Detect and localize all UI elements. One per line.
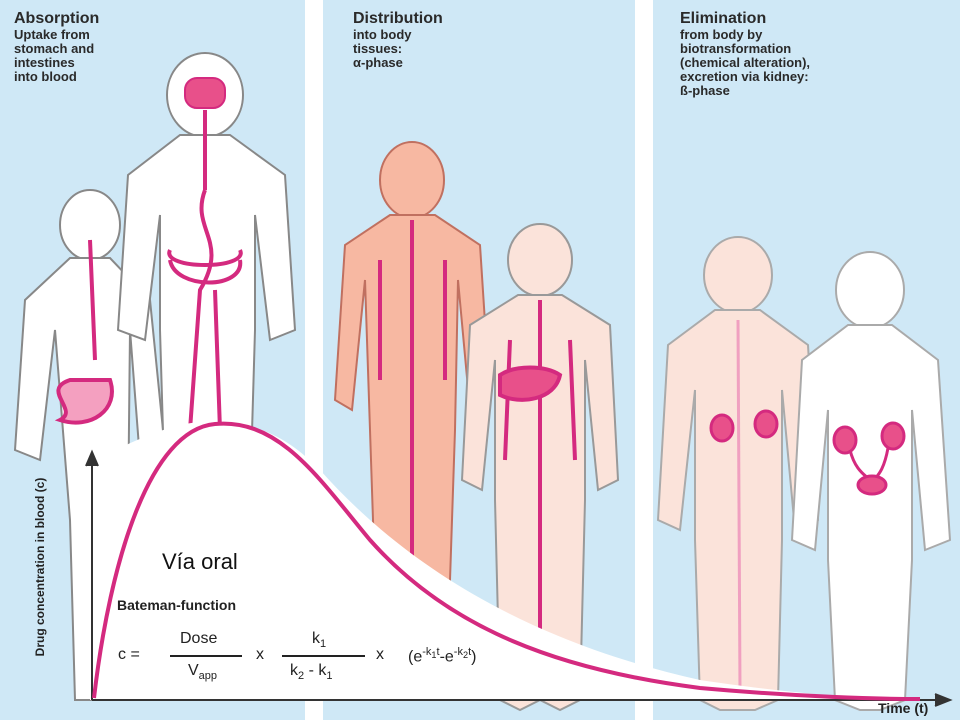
equation-vapp: Vapp [188, 662, 217, 682]
vapp-subscript: app [198, 670, 218, 683]
y-axis-label: Drug concentration in blood (c) [33, 477, 47, 657]
distribution-description: into body tissues: α-phase [353, 27, 412, 70]
vapp-symbol: V [188, 662, 199, 679]
k1-symbol: k [312, 630, 320, 647]
elimination-organs [709, 319, 906, 691]
elimination-body-2 [790, 251, 952, 711]
distribution-vessels [378, 220, 577, 690]
function-label: Bateman-function [117, 597, 236, 613]
elimination-title: Elimination [680, 10, 767, 27]
absorption-title: Absorption [14, 10, 100, 27]
graph-axes [85, 449, 953, 707]
absorption-organs [54, 77, 243, 431]
absorption-description: Uptake from stomach and intestines into … [14, 27, 95, 84]
equation-dose: Dose [180, 630, 218, 647]
exp-open: (e [408, 648, 423, 666]
route-label: Vía oral [162, 549, 238, 574]
elimination-description: from body by biotransformation (chemical… [680, 27, 811, 98]
equation-denominator: k2 - k1 [290, 662, 333, 683]
k2-minus-k1: k [290, 662, 298, 679]
equation-exponential: (e-k1t-e-k2t) [408, 646, 477, 666]
graph-area [90, 421, 920, 700]
equation-times-2: x [376, 646, 384, 663]
distribution-title: Distribution [353, 10, 443, 27]
k1-subscript: 1 [320, 638, 327, 651]
equation-lhs: c = [118, 646, 140, 663]
equation-k1: k1 [312, 630, 326, 650]
x-axis-label: Time (t) [878, 700, 929, 716]
equation-times-1: x [256, 646, 264, 663]
bateman-curve [92, 421, 921, 701]
